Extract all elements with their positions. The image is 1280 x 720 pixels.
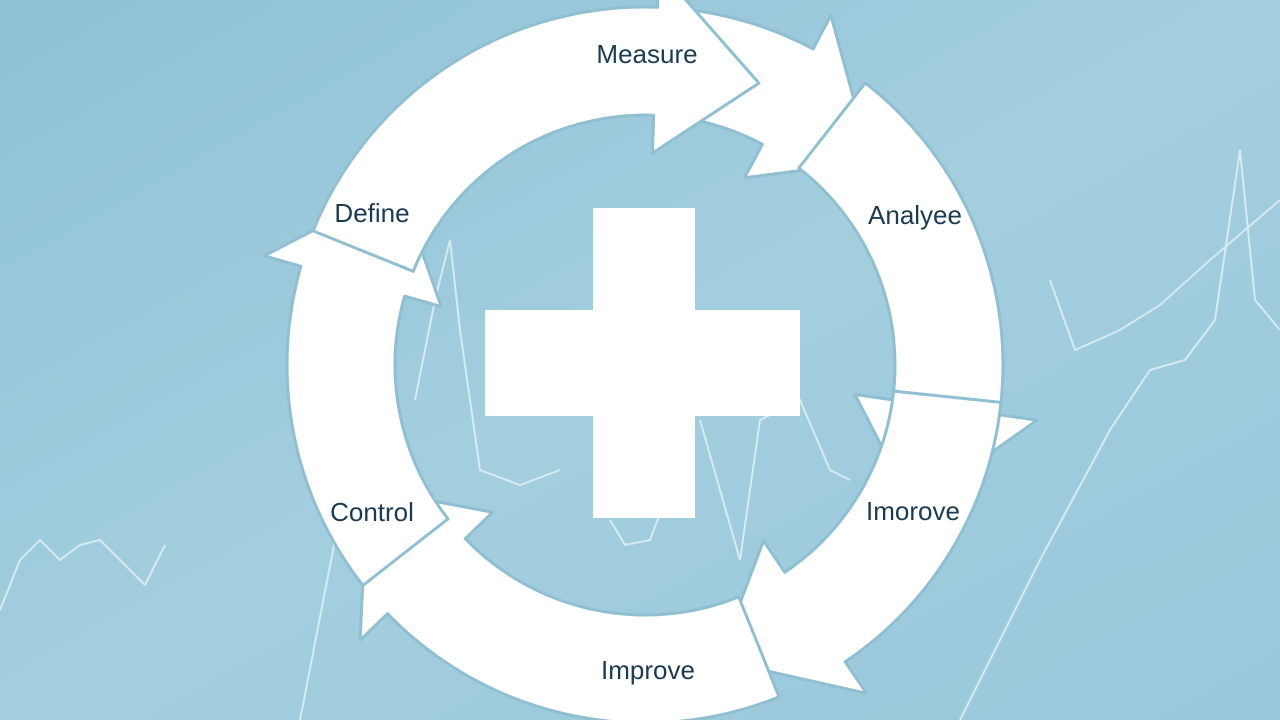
cycle-arrows [262, 0, 1039, 720]
pulse-line-bottom [609, 499, 666, 547]
arrow-improve-bottom [358, 487, 781, 720]
pulse-line-right-upper [1049, 199, 1280, 352]
arrow-define [311, 0, 761, 273]
plus-cross-icon [485, 208, 800, 518]
pulse-line-left [0, 538, 166, 611]
label-control: Control [330, 497, 414, 527]
label-improve-right: Imorove [866, 496, 960, 526]
label-improve-bottom: Improve [601, 655, 695, 685]
label-define: Define [334, 198, 409, 228]
label-analyze: Analyee [868, 200, 962, 230]
label-measure: Measure [596, 39, 697, 69]
arrow-improve-right [717, 389, 1003, 695]
plus-cross-horizontal [485, 310, 800, 416]
pulse-line-right [959, 149, 1280, 720]
arrow-control [262, 184, 450, 587]
stage-labels: Measure Analyee Imorove Improve Control … [330, 39, 962, 685]
